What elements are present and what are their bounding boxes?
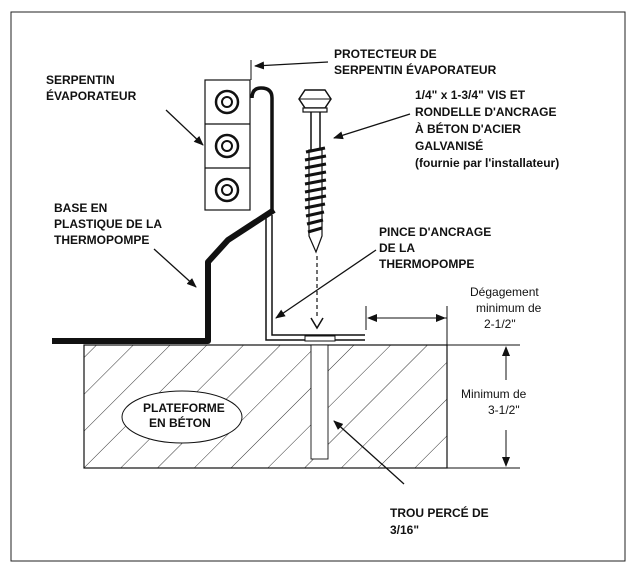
anchor-clip-inner xyxy=(271,215,365,336)
screw-label-line3: À BÉTON D'ACIER xyxy=(415,121,521,136)
hole-label-line1: TROU PERCÉ DE xyxy=(390,505,489,520)
diagram-frame xyxy=(10,11,626,562)
heat-pump-base xyxy=(52,207,276,344)
screw-path-arrowhead xyxy=(310,317,324,330)
base-label-line3: THERMOPOMPE xyxy=(54,233,149,247)
clearance-label-line3: 2-1/2" xyxy=(484,317,516,331)
screw-label-line1: 1/4" x 1-3/4" VIS ET xyxy=(415,88,526,102)
coil-label-line1: SERPENTIN xyxy=(46,73,115,87)
protector-label-line1: PROTECTEUR DE xyxy=(334,47,437,61)
coil-leader xyxy=(165,109,204,146)
clip-label-line1: PINCE D'ANCRAGE xyxy=(379,225,491,239)
clearance-label-line2: minimum de xyxy=(476,301,542,315)
clip-label-line2: DE LA xyxy=(379,241,415,255)
anchor-clip xyxy=(265,215,365,341)
depth-label-line1: Minimum de xyxy=(461,387,527,401)
screw-label-line4: GALVANISÉ xyxy=(415,138,483,153)
protector-leader xyxy=(254,61,329,70)
drilled-hole xyxy=(310,344,329,460)
base-label-line1: BASE EN xyxy=(54,201,107,215)
evaporator-coil xyxy=(204,79,251,211)
base-leader xyxy=(153,248,197,288)
screw-label-line5: (fournie par l'installateur) xyxy=(415,156,559,170)
clip-leader xyxy=(275,249,377,319)
hole-label-line2: 3/16" xyxy=(390,523,419,537)
coil-protector xyxy=(250,86,274,210)
screw-leader xyxy=(333,113,411,140)
anchor-screw xyxy=(298,89,332,254)
clearance-label-line1: Dégagement xyxy=(470,285,539,299)
anchor-washer xyxy=(304,335,336,342)
hole-leader xyxy=(333,420,405,485)
platform-label-line1: PLATEFORME xyxy=(143,401,225,415)
platform-label-line2: EN BÉTON xyxy=(149,415,211,430)
platform-label-oval xyxy=(121,390,243,444)
clip-label-line3: THERMOPOMPE xyxy=(379,257,474,271)
screw-label-line2: RONDELLE D'ANCRAGE xyxy=(415,105,557,119)
protector-label-line2: SERPENTIN ÉVAPORATEUR xyxy=(334,62,497,77)
base-label-line2: PLASTIQUE DE LA xyxy=(54,217,162,231)
depth-label-line2: 3-1/2" xyxy=(488,403,520,417)
coil-label-line2: ÉVAPORATEUR xyxy=(46,88,137,103)
